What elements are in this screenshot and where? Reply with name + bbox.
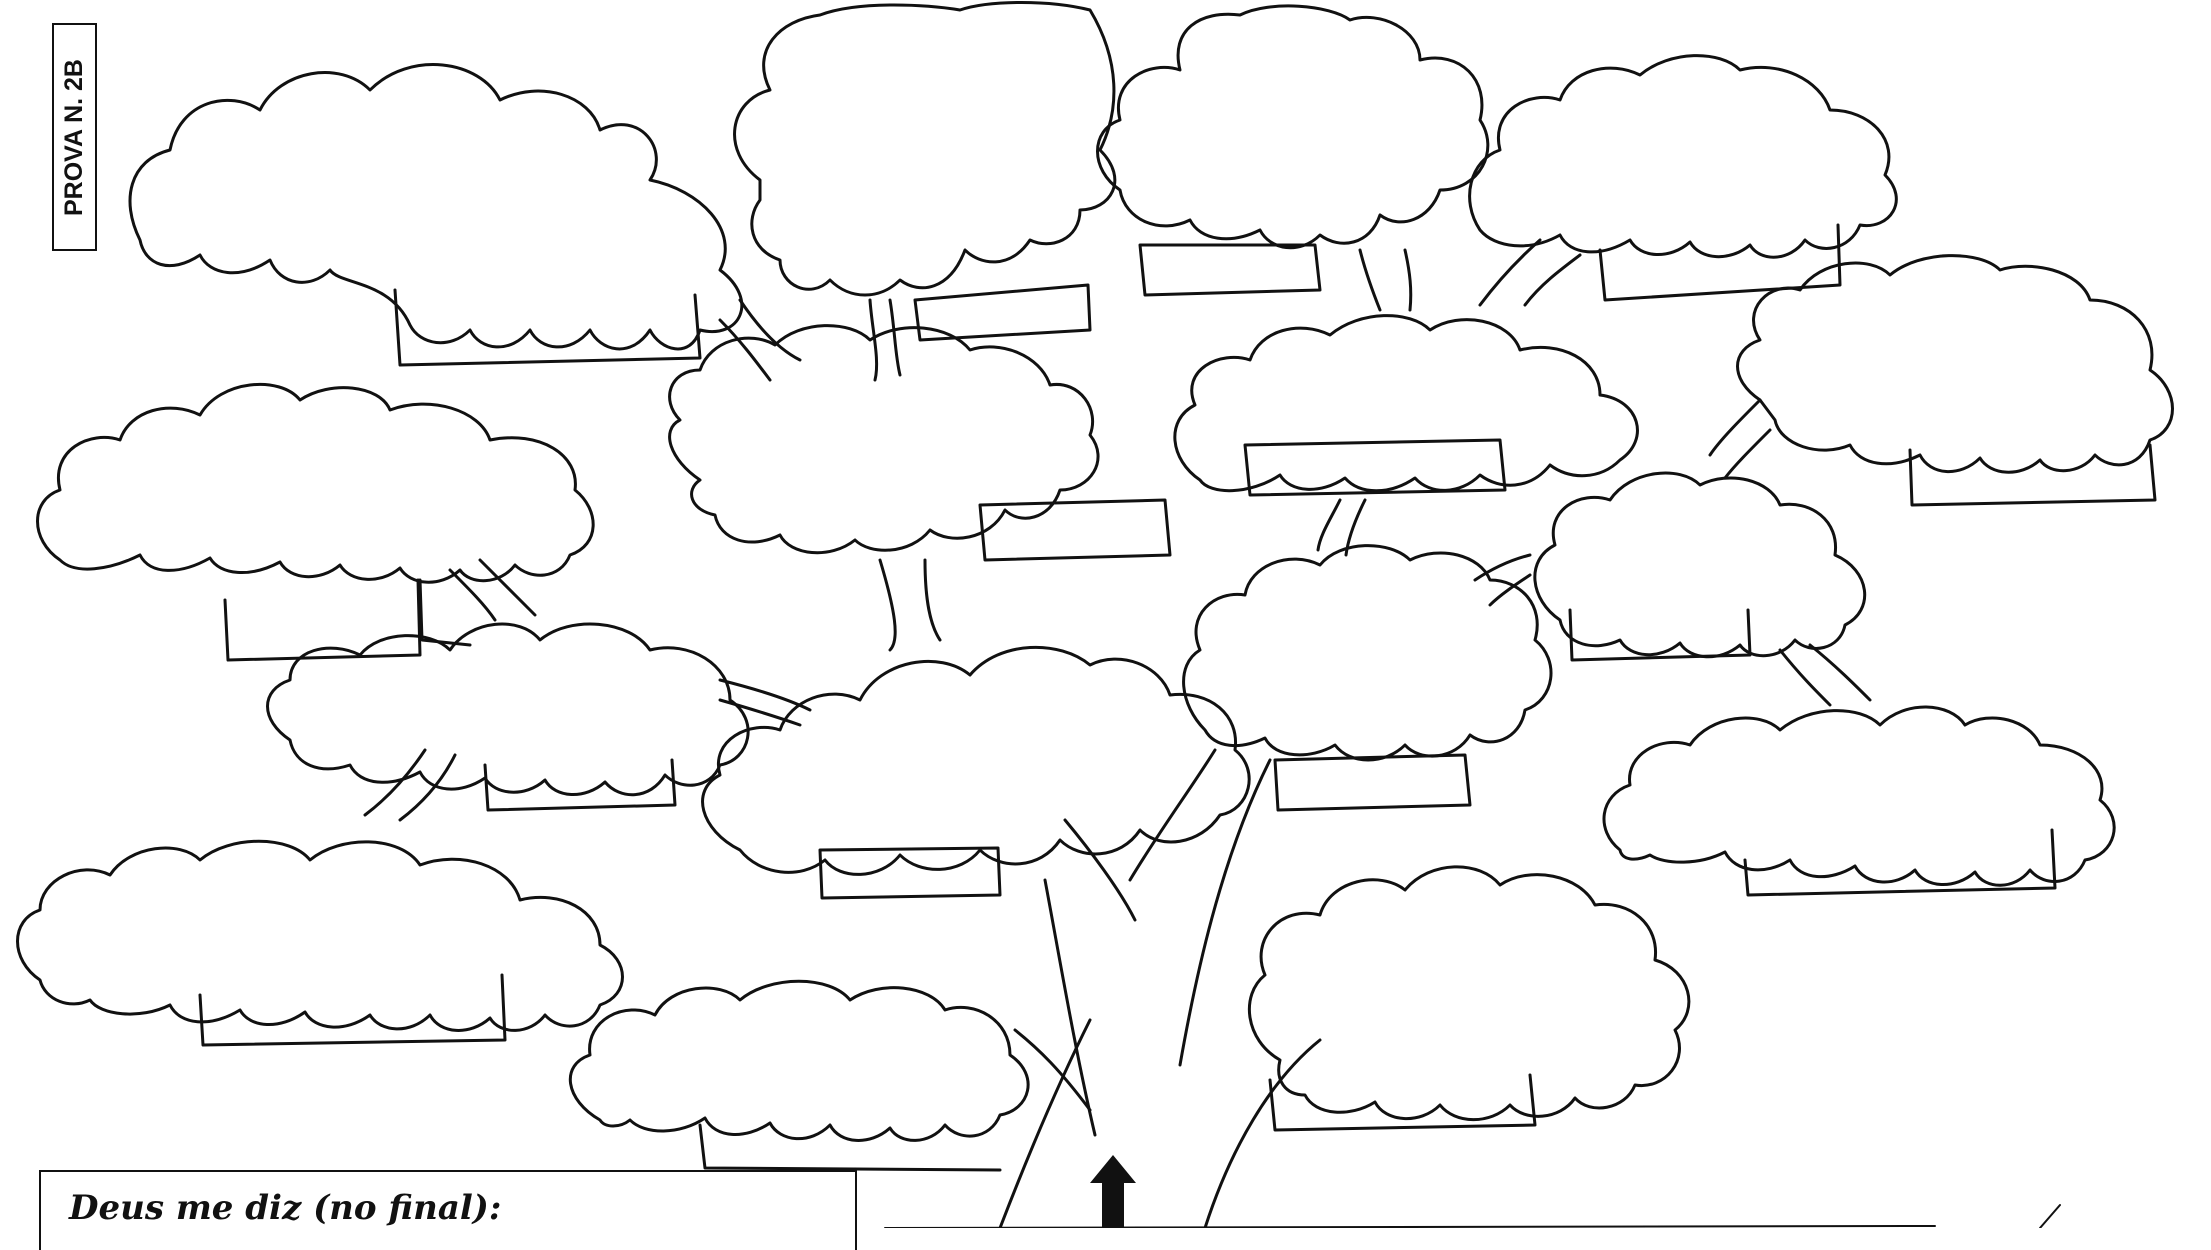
label-box — [980, 500, 1170, 560]
foliage-cluster — [1249, 867, 1689, 1120]
answer-box[interactable]: Deus me diz (no final): — [39, 1170, 857, 1250]
test-label: PROVA N. 2B — [60, 59, 89, 216]
test-label-box: PROVA N. 2B — [52, 23, 97, 251]
foliage-cluster — [38, 384, 594, 582]
foliage-cluster — [130, 65, 742, 349]
foliage-cluster — [735, 3, 1115, 296]
foliage — [18, 3, 2173, 1141]
answer-prompt: Deus me diz (no final): — [69, 1188, 501, 1228]
label-box — [485, 760, 675, 810]
tree-trunk — [365, 240, 1870, 1228]
foliage-cluster — [1470, 56, 1897, 258]
label-box — [1910, 445, 2155, 505]
label-box — [1275, 755, 1470, 810]
label-box — [395, 290, 700, 365]
foliage-cluster — [18, 841, 623, 1030]
foliage-cluster — [1604, 707, 2114, 885]
foliage-cluster — [1175, 316, 1638, 491]
label-boxes — [200, 225, 2155, 1170]
foliage-cluster — [1535, 473, 1865, 657]
pencil-mark — [2040, 1205, 2060, 1228]
label-box — [1140, 245, 1320, 295]
foliage-cluster — [268, 624, 749, 795]
foliage-cluster — [570, 981, 1028, 1140]
foliage-cluster — [1098, 6, 1488, 248]
arrow-up-icon — [1090, 1155, 1136, 1228]
foliage-cluster — [670, 326, 1098, 553]
label-box — [200, 975, 505, 1045]
foliage-cluster — [703, 647, 1250, 874]
foliage-cluster — [1184, 546, 1551, 760]
label-box — [1600, 225, 1840, 300]
